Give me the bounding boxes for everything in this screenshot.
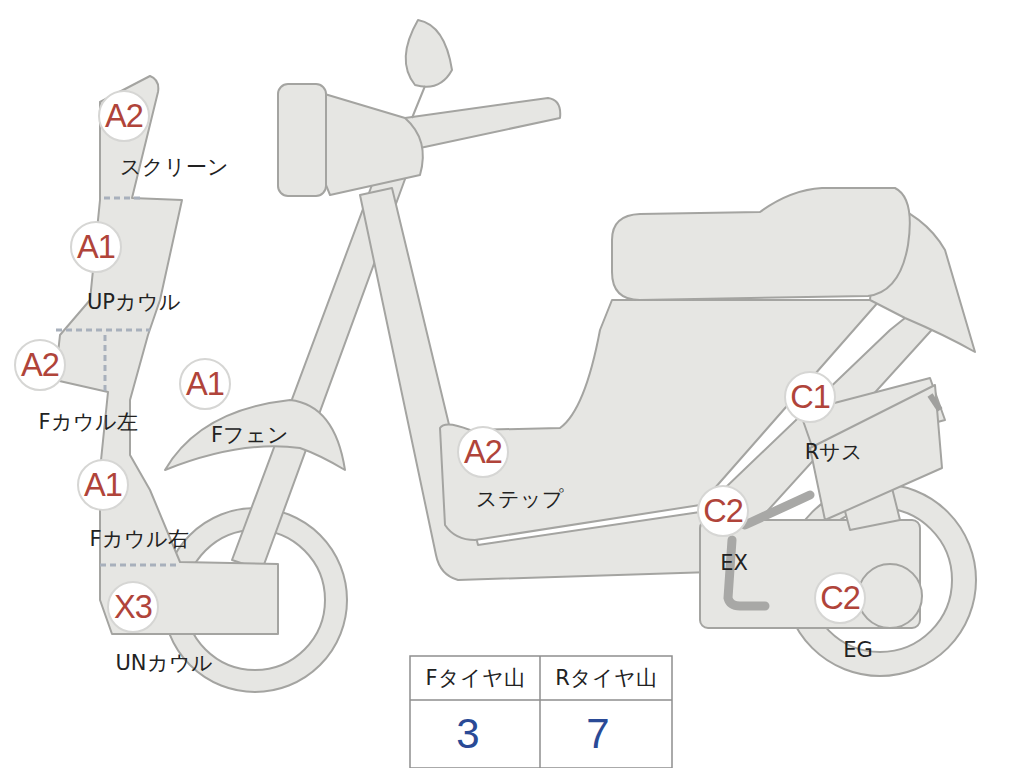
part-name: スクリーン xyxy=(120,157,229,178)
mirror-stem xyxy=(412,86,425,118)
grade-circle: X3UNカウル xyxy=(107,581,159,633)
part-name: Fカウル左 xyxy=(38,412,137,433)
step-floor xyxy=(440,300,880,540)
headlight xyxy=(278,84,326,196)
front-fender xyxy=(165,400,345,470)
table-value: 7 xyxy=(586,713,609,755)
table-header: Fタイヤ山 xyxy=(425,668,524,689)
part-name: UNカウル xyxy=(115,653,212,674)
seat xyxy=(612,188,910,300)
grade-code: C2 xyxy=(699,495,747,528)
grade-circle: A1Fカウル右 xyxy=(77,459,129,511)
grade-circle: C1Rサス xyxy=(784,371,836,423)
grade-circle: A2Fカウル左 xyxy=(14,339,66,391)
grade-code: C2 xyxy=(816,582,864,615)
table-rule xyxy=(539,656,541,768)
shock-end xyxy=(930,395,940,410)
grade-code: A1 xyxy=(79,469,127,502)
part-name: UPカウル xyxy=(87,292,181,313)
cowl-divider xyxy=(104,335,107,395)
rear-hub xyxy=(858,564,922,628)
grade-code: X3 xyxy=(109,591,157,624)
table-value: 3 xyxy=(456,713,479,755)
grade-code: A2 xyxy=(16,349,64,382)
grade-circle: C2EG xyxy=(814,572,866,624)
grade-circle: A1UPカウル xyxy=(70,221,122,273)
part-name: ステップ xyxy=(476,489,564,510)
grade-circle: A1Fフェン xyxy=(179,358,231,410)
cowl-divider xyxy=(100,564,176,567)
grade-circle: A2ステップ xyxy=(457,426,509,478)
head-housing xyxy=(316,92,423,195)
cowl-divider xyxy=(56,329,150,332)
part-name: EG xyxy=(843,640,873,661)
grade-circle: C2EX xyxy=(697,485,749,537)
part-name: Fフェン xyxy=(211,425,289,446)
table-header: Rタイヤ山 xyxy=(555,668,657,689)
cowl-divider xyxy=(104,197,140,200)
grade-circle: A2スクリーン xyxy=(98,90,150,142)
tire-table xyxy=(410,656,672,768)
handlebar xyxy=(405,98,560,148)
mirror xyxy=(406,20,452,87)
part-name: Rサス xyxy=(805,442,864,463)
table-rule xyxy=(410,699,672,701)
grade-code: A2 xyxy=(459,436,507,469)
grade-code: C1 xyxy=(786,381,834,414)
grade-code: A2 xyxy=(100,100,148,133)
front-cowl xyxy=(55,76,278,634)
grade-code: A1 xyxy=(72,231,120,264)
part-name: EX xyxy=(720,553,748,574)
part-name: Fカウル右 xyxy=(89,529,188,550)
grade-code: A1 xyxy=(181,368,229,401)
frame-body xyxy=(360,188,948,580)
